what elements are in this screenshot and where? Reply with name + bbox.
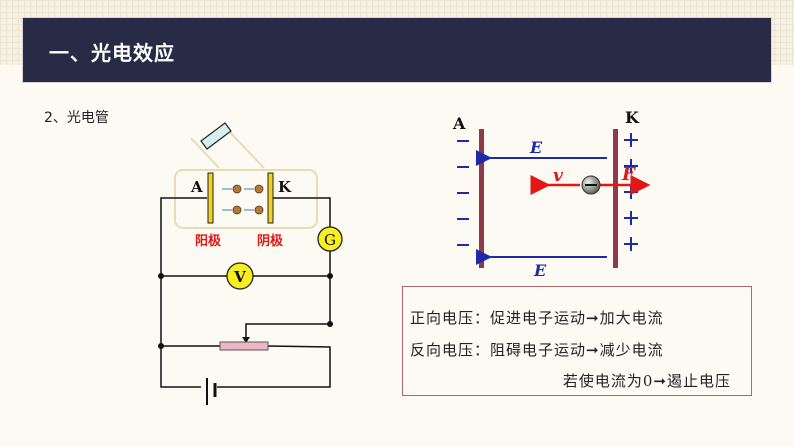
cathode-label: K	[278, 178, 292, 196]
velocity-label: v	[553, 166, 564, 186]
galvanometer-label: G	[324, 231, 336, 249]
voltmeter	[226, 262, 254, 290]
note-reverse-voltage: 反向电压：阻碍电子运动➞减少电流	[410, 341, 664, 359]
force-label: F	[621, 164, 636, 185]
tube-window-outline-right	[225, 127, 265, 169]
electrons-group	[222, 184, 264, 215]
minus-charges	[457, 140, 469, 246]
note-stopping-voltage: 若使电流为0➞遏止电压	[562, 372, 731, 390]
plate-k-label: K	[625, 108, 640, 127]
galvanometer	[317, 226, 343, 252]
light-source-icon	[200, 122, 232, 150]
plate-a	[479, 129, 484, 268]
cathode-plate	[267, 172, 274, 224]
junction-dots	[158, 273, 333, 349]
anode-plate	[207, 172, 214, 224]
plate-k	[613, 129, 618, 268]
cathode-name: 阴极	[257, 233, 284, 249]
electron	[232, 205, 242, 215]
plate-a-label: A	[452, 114, 466, 133]
page-title: 一、光电效应	[49, 41, 175, 65]
electron-icon	[581, 175, 601, 195]
electron	[254, 205, 264, 215]
electron	[232, 184, 242, 194]
note-forward-voltage: 正向电压：促进电子运动➞加大电流	[410, 309, 664, 327]
field-label-top: E	[529, 138, 543, 157]
tube-window-outline	[190, 137, 220, 169]
plus-charges	[624, 133, 638, 251]
slider-arrow-icon	[242, 337, 250, 343]
voltmeter-label: V	[233, 268, 246, 286]
circuit-wires	[160, 197, 331, 388]
electron	[254, 184, 264, 194]
rheostat	[219, 341, 269, 351]
notes-box: 正向电压：促进电子运动➞加大电流 反向电压：阻碍电子运动➞减少电流 若使电流为0…	[402, 286, 752, 396]
anode-name: 阳极	[195, 233, 222, 249]
title-bar: 一、光电效应	[23, 18, 771, 82]
anode-label: A	[190, 178, 203, 196]
tube-envelope	[174, 169, 318, 229]
field-label-bottom: E	[533, 261, 547, 280]
section-subtitle: 2、光电管	[44, 110, 109, 126]
